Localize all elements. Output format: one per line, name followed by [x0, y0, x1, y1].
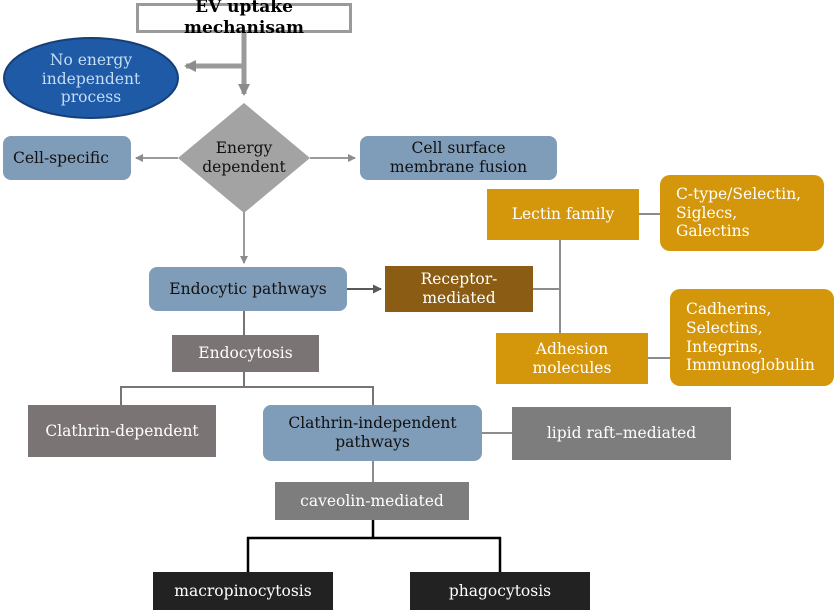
- lectin-member-2: Siglecs,: [676, 203, 738, 222]
- lipid-raft-text: lipid raft–mediated: [546, 424, 697, 443]
- phagocytosis-text: phagocytosis: [448, 581, 552, 600]
- cell-specific-text: Cell-specific: [13, 148, 109, 167]
- caveolin-mediated-box: caveolin-mediated: [275, 482, 469, 520]
- no-energy-line-2: independent: [41, 69, 141, 88]
- receptor-line-1: Receptor-: [420, 270, 498, 289]
- clathrin-dependent-text: Clathrin-dependent: [45, 421, 199, 440]
- clathrin-dependent-box: Clathrin-dependent: [28, 405, 216, 457]
- title-box: EV uptake mechanisam: [136, 0, 352, 38]
- lectin-family-text: Lectin family: [511, 205, 615, 224]
- receptor-line-2: mediated: [422, 289, 496, 307]
- lectin-family-box: Lectin family: [487, 189, 639, 240]
- lectin-members-box: C-type/Selectin, Siglecs, Galectins: [660, 175, 824, 251]
- endocytic-pathways-text: Endocytic pathways: [169, 279, 327, 298]
- no-energy-label: No energy independent process: [14, 40, 168, 118]
- cell-surface-fusion-box: Cell surface membrane fusion: [360, 136, 557, 180]
- clathrin-independent-line-1: Clathrin-independent: [288, 414, 457, 433]
- receptor-mediated-box: Receptor- mediated: [385, 266, 533, 312]
- macropinocytosis-text: macropinocytosis: [174, 581, 312, 600]
- adhesion-member-3: Integrins,: [686, 337, 763, 356]
- energy-line-2: dependent: [202, 158, 286, 176]
- no-energy-line-3: process: [60, 88, 122, 107]
- energy-line-1: Energy: [215, 139, 273, 158]
- no-energy-oval: [3, 37, 179, 119]
- energy-dependent-diamond: [178, 103, 310, 213]
- lectin-member-3: Galectins: [676, 222, 750, 241]
- fusion-line-2: membrane fusion: [389, 158, 528, 176]
- clathrin-independent-box: Clathrin-independent pathways: [263, 405, 482, 461]
- macropinocytosis-box: macropinocytosis: [153, 572, 333, 610]
- fusion-line-1: Cell surface: [411, 139, 506, 158]
- adhesion-line-2: molecules: [532, 358, 612, 377]
- no-energy-line-1: No energy: [49, 50, 133, 69]
- lectin-member-1: C-type/Selectin,: [676, 184, 802, 203]
- phagocytosis-box: phagocytosis: [410, 572, 590, 610]
- cell-specific-box: Cell-specific: [3, 136, 131, 180]
- adhesion-line-1: Adhesion: [535, 339, 609, 358]
- endocytosis-text: Endocytosis: [198, 344, 293, 363]
- endocytic-pathways-box: Endocytic pathways: [149, 267, 347, 311]
- adhesion-molecules-box: Adhesion molecules: [496, 333, 648, 384]
- energy-dependent-label: Energy dependent: [188, 134, 300, 182]
- title-text: EV uptake mechanisam: [184, 0, 304, 38]
- endocytosis-box: Endocytosis: [172, 335, 319, 372]
- adhesion-member-4: Immunoglobulin: [686, 356, 815, 375]
- adhesion-member-1: Cadherins,: [686, 299, 772, 318]
- adhesion-members-box: Cadherins, Selectins, Integrins, Immunog…: [670, 289, 834, 386]
- adhesion-member-2: Selectins,: [686, 318, 763, 337]
- lipid-raft-box: lipid raft–mediated: [512, 407, 731, 460]
- clathrin-independent-line-2: pathways: [335, 433, 410, 451]
- caveolin-mediated-text: caveolin-mediated: [300, 491, 444, 510]
